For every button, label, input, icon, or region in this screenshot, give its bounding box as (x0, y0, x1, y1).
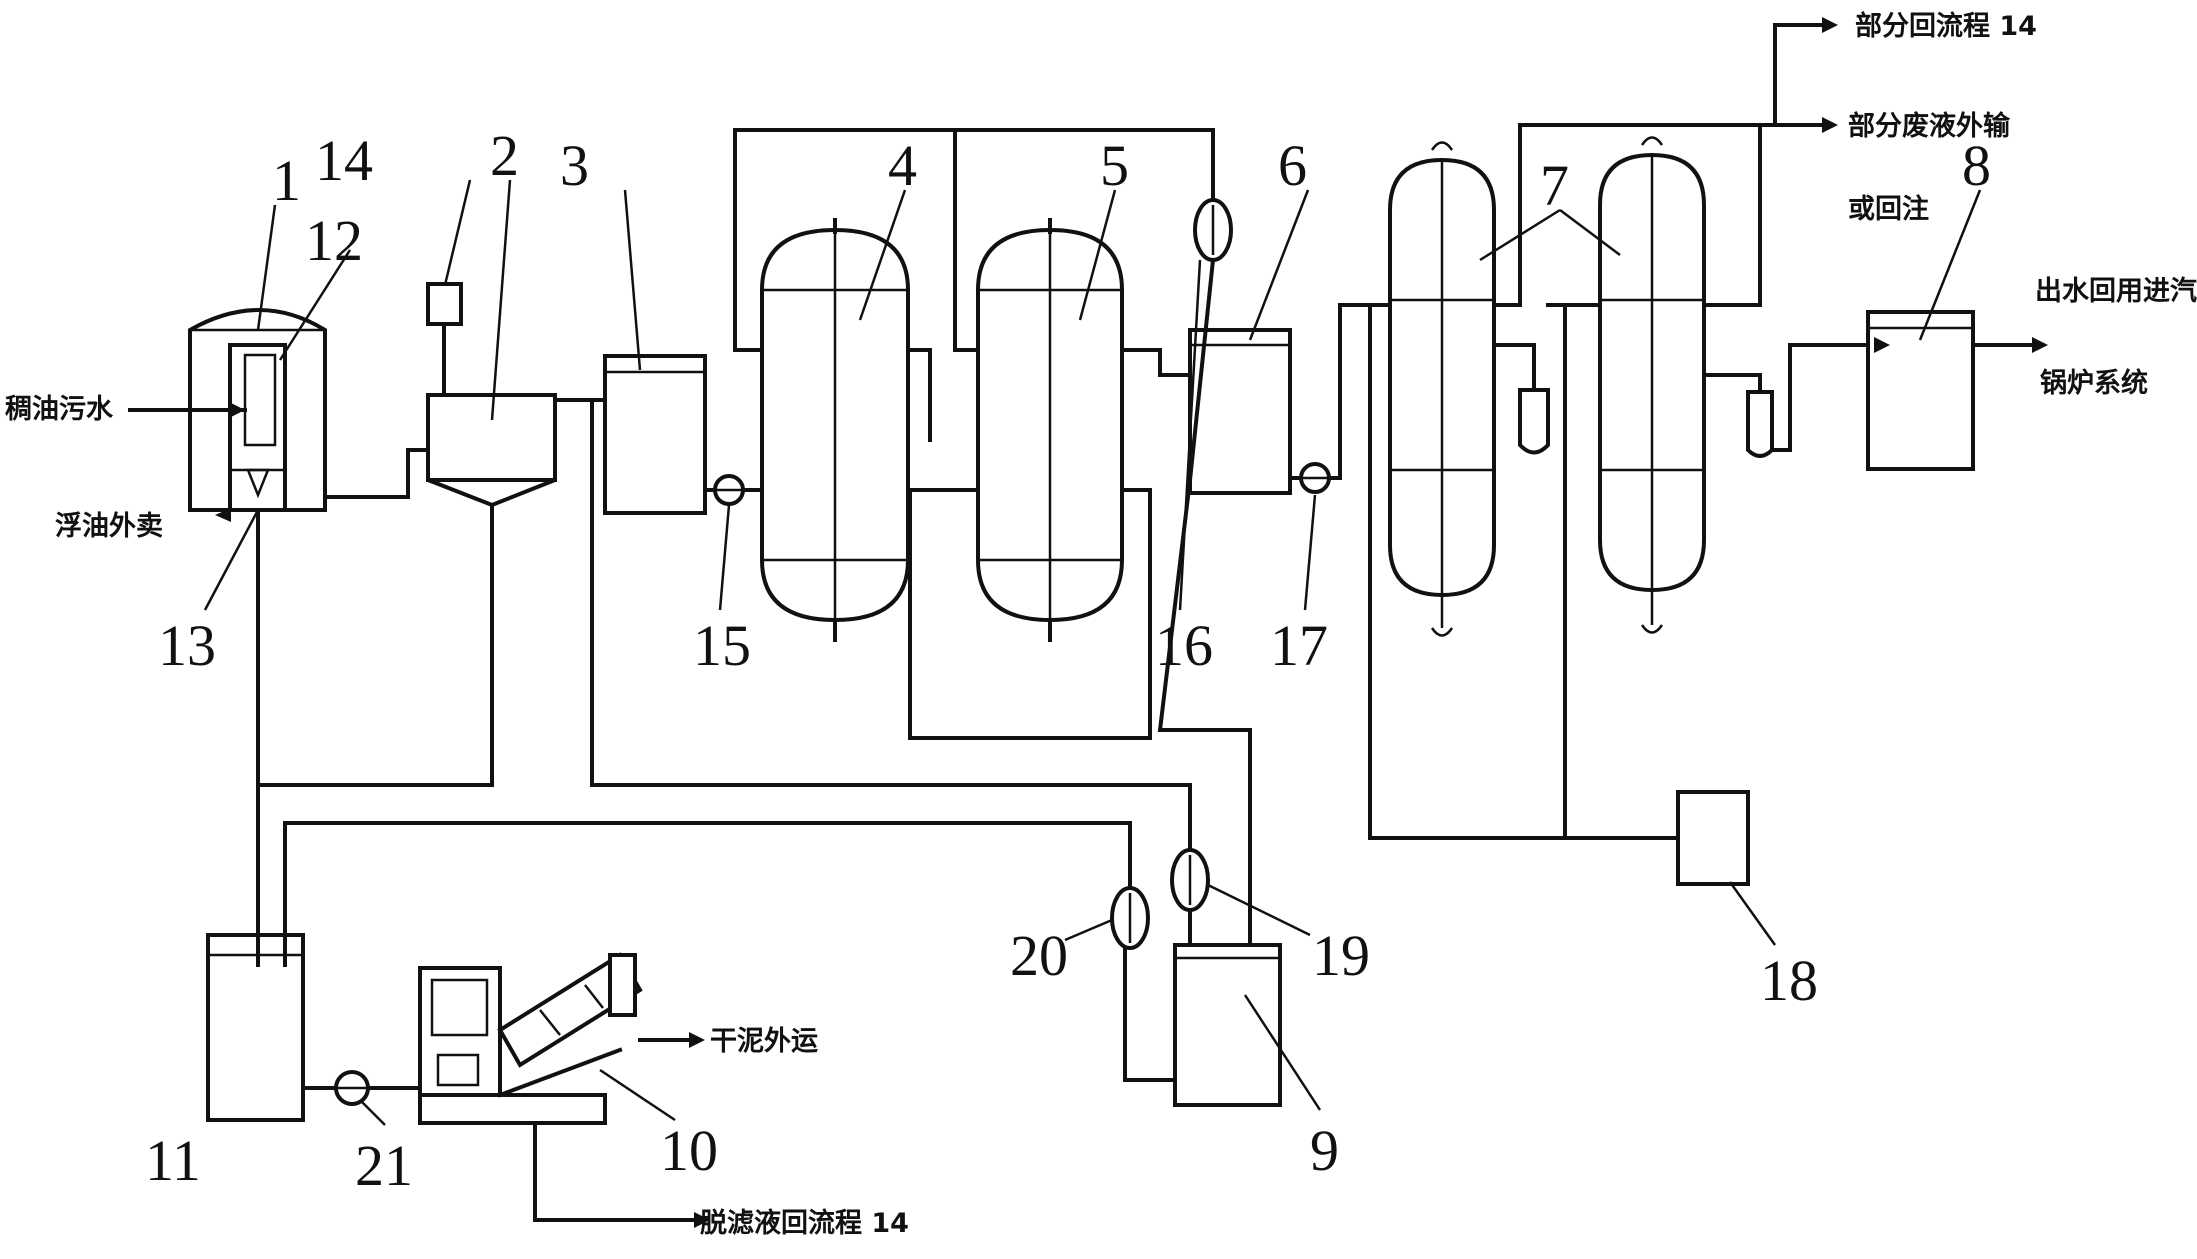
number-17: 17 (1270, 613, 1328, 678)
number-9: 9 (1310, 1118, 1339, 1183)
equipment-4-vessel (760, 218, 910, 642)
label-inlet-wastewater: 稠油污水 (5, 394, 114, 425)
number-13: 13 (158, 613, 216, 678)
label-partial-recycle: 部分回流程 14 (1855, 10, 2037, 42)
number-1: 1 (272, 148, 301, 213)
equipment-5-vessel (976, 218, 1124, 642)
equipment-2-settling-tank (426, 393, 557, 508)
number-4: 4 (888, 133, 917, 198)
equipment-9-tank (1173, 943, 1282, 1107)
label-or-reinject: 或回注 (1848, 193, 1929, 225)
number-12: 12 (305, 208, 363, 273)
label-reuse-boiler-2: 锅炉系统 (2040, 367, 2148, 399)
number-14: 14 (315, 128, 373, 193)
equipment-14-dosing-unit (426, 282, 463, 402)
number-21: 21 (355, 1133, 413, 1198)
number-5: 5 (1100, 133, 1129, 198)
equipment-3-tank (603, 354, 707, 515)
pump-21 (334, 1070, 370, 1106)
number-16: 16 (1155, 613, 1213, 678)
piping (128, 23, 2037, 1222)
flow-arrows (215, 17, 2048, 1228)
number-18: 18 (1760, 948, 1818, 1013)
pump-17 (1299, 462, 1331, 494)
number-20: 20 (1010, 923, 1068, 988)
stream-labels: 稠油污水 浮油外卖 部分回流程 14 部分废液外输 或回注 出水回用进汽 锅炉系… (5, 10, 2197, 1239)
number-3: 3 (560, 133, 589, 198)
label-dry-sludge-out: 干泥外运 (710, 1026, 818, 1057)
pump-15 (713, 474, 745, 506)
label-reuse-boiler-1: 出水回用进汽 (2035, 276, 2197, 307)
leader-lines (203, 179, 1982, 1126)
equipment-10-sludge-dewatering-machine (418, 952, 643, 1125)
cartridge-filter-a (1518, 343, 1550, 455)
pump-16 (1193, 198, 1233, 262)
number-19: 19 (1312, 923, 1370, 988)
equipment-11-tank (206, 933, 305, 1122)
number-11: 11 (145, 1128, 201, 1193)
number-7: 7 (1540, 153, 1569, 218)
number-10: 10 (660, 1118, 718, 1183)
equipment-1-oil-separator (188, 308, 327, 512)
label-partial-waste-out: 部分废液外输 (1848, 110, 2011, 142)
label-filtrate-return: 脱滤液回流程 14 (700, 1208, 909, 1239)
equipment-number-labels: 1 2 3 4 5 6 7 8 9 10 11 12 13 14 15 16 1… (145, 123, 1991, 1198)
equipment-18-dosing-box (1676, 790, 1750, 886)
equipment-6-tank (1188, 328, 1292, 495)
equipment-7-column-a (1388, 141, 1496, 637)
pump-19 (1170, 848, 1210, 912)
cartridge-filter-b (1746, 373, 1774, 458)
label-oil-sale: 浮油外卖 (55, 511, 163, 542)
number-6: 6 (1278, 133, 1307, 198)
number-2: 2 (490, 123, 519, 188)
equipment-7-column-b (1598, 136, 1706, 634)
number-15: 15 (693, 613, 751, 678)
pump-20 (1110, 886, 1150, 950)
number-8: 8 (1962, 133, 1991, 198)
